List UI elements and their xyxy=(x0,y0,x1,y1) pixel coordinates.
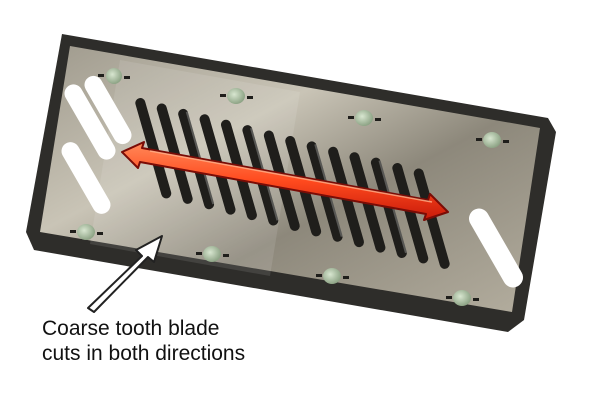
rivets xyxy=(70,68,509,306)
double-headed-arrow-icon xyxy=(121,141,449,221)
rivet xyxy=(77,224,95,240)
caption: Coarse tooth blade cuts in both directio… xyxy=(42,316,245,366)
rivet xyxy=(227,88,245,104)
pointer-arrow-icon xyxy=(87,235,163,313)
end-slots xyxy=(61,75,523,288)
rivet xyxy=(355,110,373,126)
rivet xyxy=(106,68,122,84)
rivet xyxy=(453,290,471,306)
rivet xyxy=(203,246,221,262)
rivet xyxy=(323,268,341,284)
caption-line-1: Coarse tooth blade xyxy=(42,317,220,340)
rivet xyxy=(483,132,501,148)
caption-line-2: cuts in both directions xyxy=(42,342,246,365)
